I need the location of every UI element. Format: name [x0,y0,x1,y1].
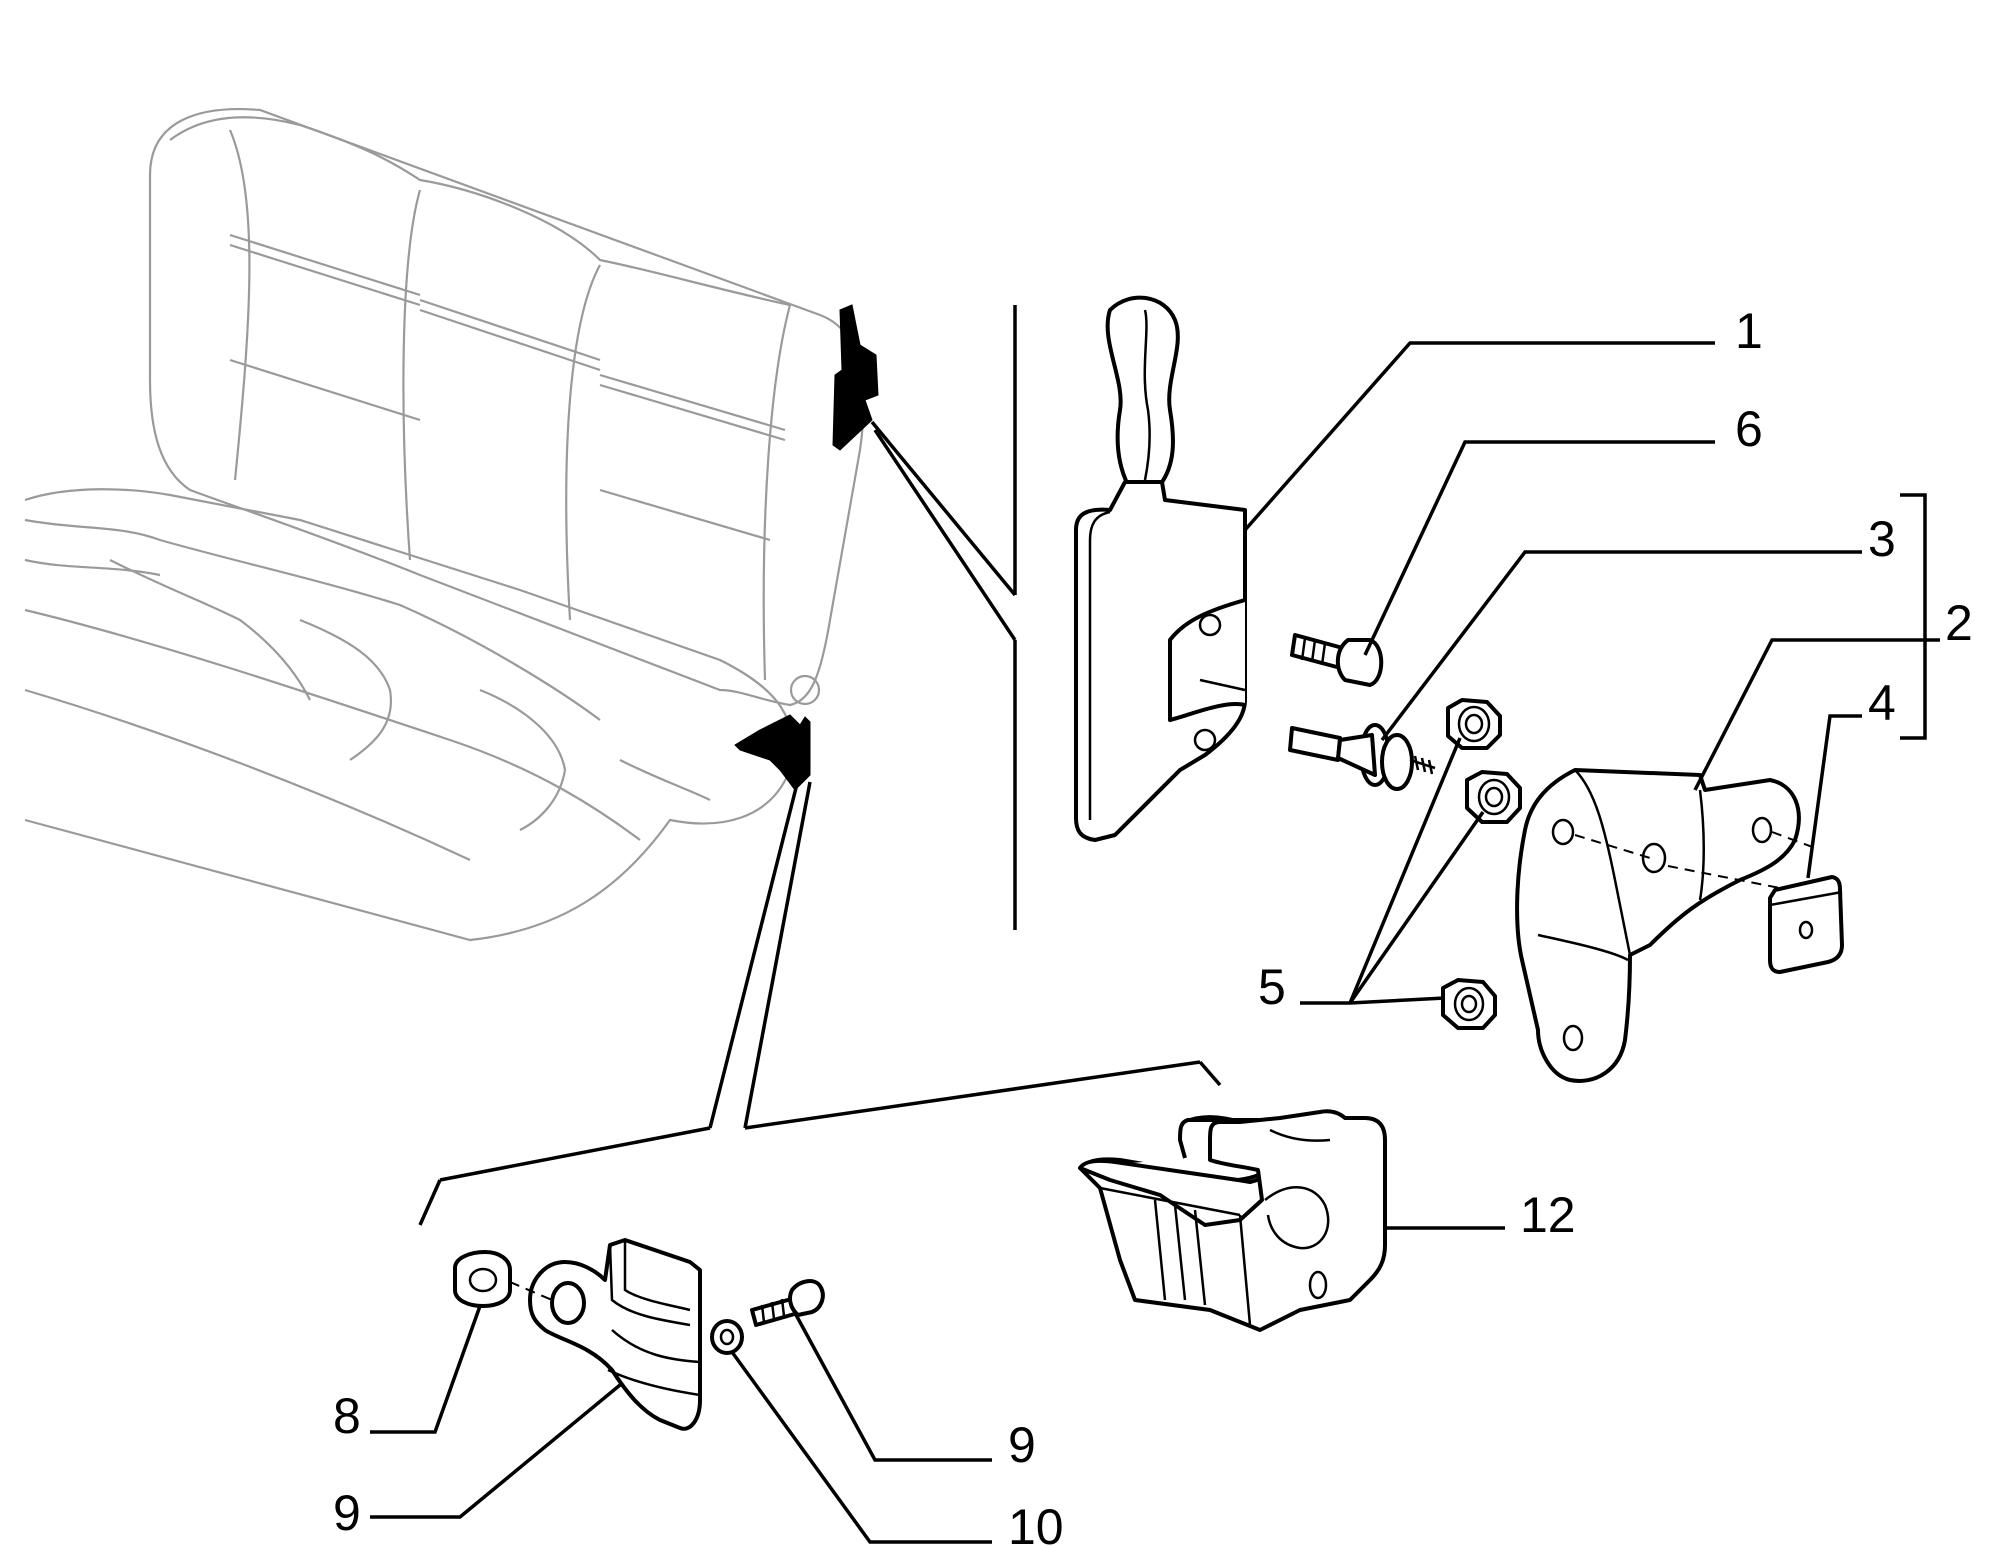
callout-9-bolt: 9 [1008,1417,1036,1473]
part-9-bolt [750,1279,825,1327]
callout-12: 12 [1520,1187,1576,1243]
callout-6: 6 [1735,401,1763,457]
part-12-lower-bracket [1078,1109,1387,1332]
leader-lines [370,341,1940,1544]
callout-2: 2 [1945,595,1973,651]
callout-labels: 1 6 3 2 4 5 12 8 9 9 10 [333,303,1973,1546]
callout-3: 3 [1868,511,1896,567]
callout-9-bracket: 9 [333,1485,361,1541]
part-9-hook-bracket [509,1238,702,1431]
explode-lines [418,305,1222,1226]
part-2-bracket [1515,768,1816,1083]
rear-seat-outline [24,108,879,942]
part-5-nuts [1441,698,1522,1030]
part-8-nut [453,1250,512,1308]
upper-latch-marker [832,304,879,451]
callout-8: 8 [333,1388,361,1444]
callout-1: 1 [1735,303,1763,359]
part-6-bolt [1290,633,1384,687]
callout-10: 10 [1008,1499,1064,1546]
lower-latch-marker [734,714,811,791]
part-1-latch-handle [1074,295,1247,842]
part-10-washer [710,1319,744,1355]
callout-5: 5 [1258,959,1286,1015]
part-3-striker-pin [1288,723,1436,791]
part-4-plate [1768,875,1844,974]
callout-4: 4 [1868,675,1896,731]
